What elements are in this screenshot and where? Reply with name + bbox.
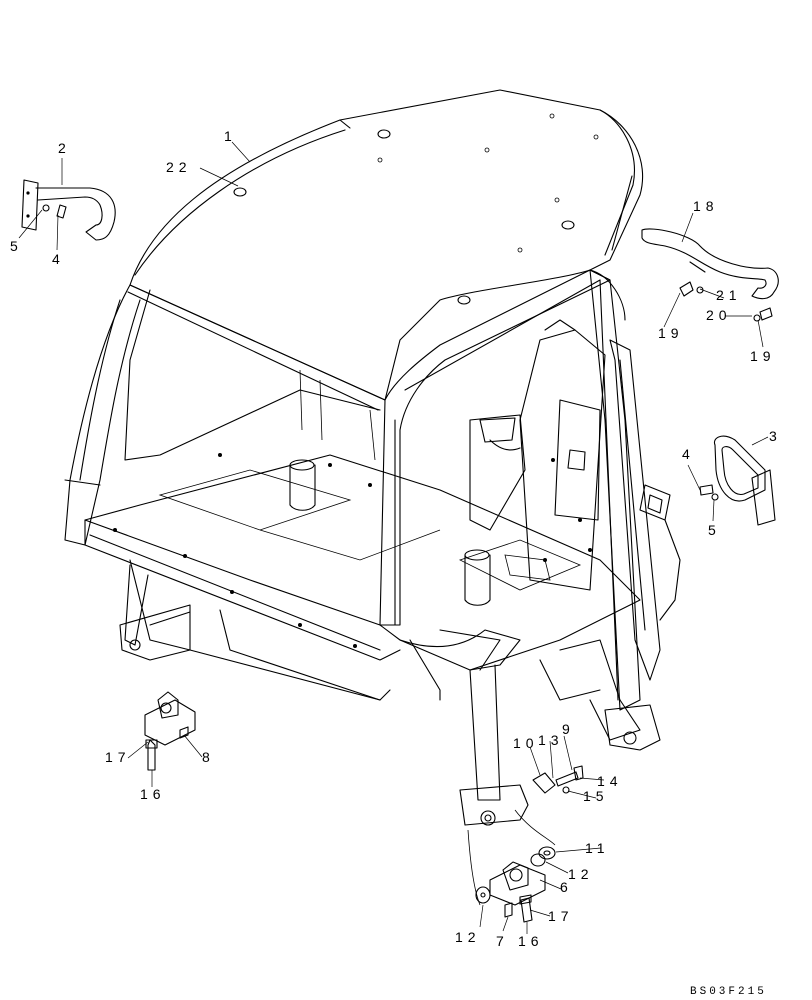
callout-15: 15 [583, 788, 609, 804]
callout-7: 7 [496, 933, 509, 949]
callout-19-right: 19 [750, 348, 776, 364]
callout-19-left: 19 [658, 325, 684, 341]
callout-11: 11 [585, 840, 610, 856]
leader-lines [18, 141, 769, 934]
callout-8: 8 [202, 749, 215, 765]
callout-4-right: 4 [682, 446, 695, 462]
left-rear-leg [119, 564, 191, 661]
right-front-leg [459, 664, 529, 826]
callout-20: 20 [706, 307, 732, 323]
callout-2: 2 [58, 140, 71, 156]
callout-10: 10 [513, 735, 539, 751]
mount-bracket-lower [475, 861, 546, 923]
callout-6: 6 [560, 879, 573, 895]
callout-12-right: 12 [568, 866, 594, 882]
callout-labels: 1 22 2 5 4 18 21 20 19 19 3 4 5 8 17 16 … [10, 128, 782, 949]
handrail-left-upper [21, 179, 116, 241]
handrail-right-lower [699, 435, 776, 526]
callout-22: 22 [166, 159, 192, 175]
callout-17-left: 17 [105, 749, 131, 765]
callout-5-right: 5 [708, 522, 721, 538]
cab-floor [84, 453, 641, 701]
right-rear-leg [539, 639, 661, 751]
callout-5: 5 [10, 238, 23, 254]
callout-14: 14 [597, 773, 623, 789]
callout-17-lower: 17 [548, 908, 574, 924]
side-bracket [609, 339, 681, 681]
callout-12-lower: 12 [455, 929, 481, 945]
callout-13: 13 [538, 732, 564, 748]
callout-3: 3 [769, 428, 782, 444]
drawing-code: BS03F215 [690, 986, 767, 998]
mount-bracket-left [144, 691, 196, 771]
callout-16-lower: 16 [518, 933, 544, 949]
callout-9: 9 [562, 721, 575, 737]
cab-roof [127, 89, 644, 411]
callout-21: 21 [716, 287, 742, 303]
cab-frame [64, 269, 641, 711]
control-tower [469, 319, 606, 591]
callout-18: 18 [693, 198, 719, 214]
callout-1: 1 [224, 128, 237, 144]
callout-16-left: 16 [140, 786, 166, 802]
hardware [467, 765, 584, 906]
callout-4: 4 [52, 251, 65, 267]
